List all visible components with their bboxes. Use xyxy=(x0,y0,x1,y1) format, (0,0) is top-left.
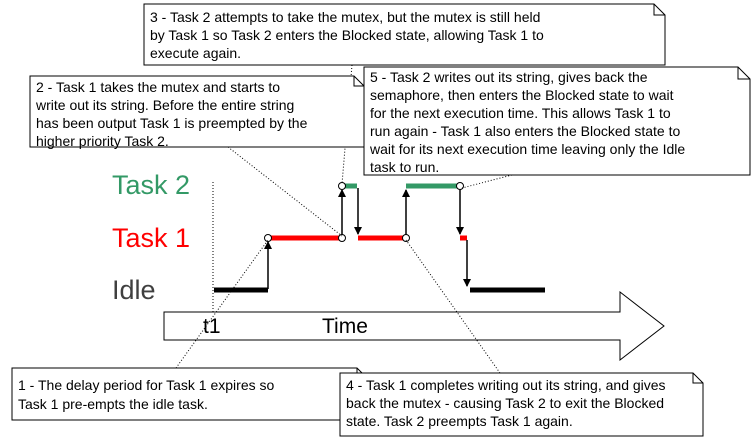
event-circle-2 xyxy=(338,234,346,242)
note-1: 1 - The delay period for Task 1 expires … xyxy=(11,367,368,421)
note-5-line-6: task to run. xyxy=(370,159,439,175)
note-2-line-2: write out its string. Before the entire … xyxy=(35,97,294,113)
note-1-line-2: Task 1 pre-empts the idle task. xyxy=(18,396,208,412)
event-circle-5 xyxy=(456,182,464,190)
leader-note4 xyxy=(405,239,501,374)
note-3-line-3: execute again. xyxy=(150,45,241,61)
event-circle-3 xyxy=(338,182,346,190)
note-5-line-3: for the next execution time. This allows… xyxy=(370,105,671,121)
note-1-line-1: 1 - The delay period for Task 1 expires … xyxy=(18,377,275,393)
note-5-line-2: semaphore, then enters the Blocked state… xyxy=(370,87,674,103)
leader-note1 xyxy=(175,239,269,369)
note-2-line-4: higher priority Task 2. xyxy=(36,133,169,149)
note-4-line-1: 4 - Task 1 completes writing out its str… xyxy=(346,377,666,393)
note-5-line-4: run again - Task 1 also enters the Block… xyxy=(370,123,680,139)
lane-label-task2: Task 2 xyxy=(112,170,190,200)
leader-note5 xyxy=(461,174,513,189)
note-4-line-3: state. Task 2 preempts Task 1 again. xyxy=(346,413,573,429)
event-circle-4 xyxy=(402,234,410,242)
lane-label-idle: Idle xyxy=(112,275,156,305)
note-5-line-5: wait for its next execution time leaving… xyxy=(369,141,685,157)
t1-marker: t1 xyxy=(203,315,221,338)
time-label: Time xyxy=(322,315,368,338)
note-4: 4 - Task 1 completes writing out its str… xyxy=(339,372,704,437)
note-2-line-1: 2 - Task 1 takes the mutex and starts to xyxy=(36,79,280,95)
event-circle-1 xyxy=(264,234,272,242)
time-arrow xyxy=(163,290,665,362)
lane-label-task1: Task 1 xyxy=(112,223,190,253)
note-2-line-3: has been output Task 1 is preempted by t… xyxy=(36,115,308,131)
note-2: 2 - Task 1 takes the mutex and starts to… xyxy=(29,75,365,149)
note-3-line-1: 3 - Task 2 attempts to take the mutex, b… xyxy=(150,9,540,25)
leader-note2 xyxy=(227,146,343,237)
note-5: 5 - Task 2 writes out its string, gives … xyxy=(363,66,751,176)
note-3-line-2: by Task 1 so Task 2 enters the Blocked s… xyxy=(150,27,544,43)
note-3-box: 3 - Task 2 attempts to take the mutex, b… xyxy=(143,3,666,66)
note-5-line-1: 5 - Task 2 writes out its string, gives … xyxy=(370,69,648,85)
note-4-line-2: back the mutex - causing Task 2 to exit … xyxy=(346,395,664,411)
leader-note3 xyxy=(341,64,353,185)
